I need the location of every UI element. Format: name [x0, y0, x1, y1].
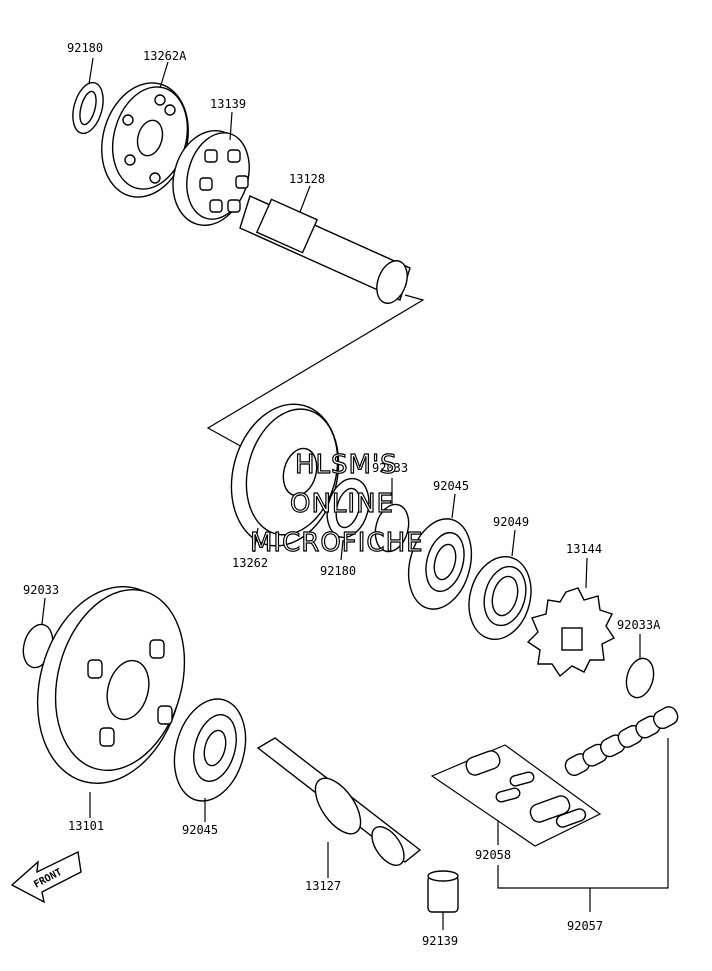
watermark-line1: HLSM'S: [295, 450, 398, 480]
washer-92180-mid[interactable]: [321, 474, 375, 542]
seal-92049[interactable]: [460, 550, 540, 647]
label-92033: 92033: [23, 583, 59, 597]
label-13128: 13128: [289, 172, 325, 186]
washer-92180-top[interactable]: [68, 79, 109, 136]
assembly-link-line: [206, 294, 425, 449]
bearing-92045-mid[interactable]: [399, 512, 481, 616]
watermark: HLSM'S ONLINE MICROFICHE: [249, 449, 424, 558]
gear-13101[interactable]: [17, 570, 204, 799]
chain-92057[interactable]: [563, 704, 681, 778]
label-92180-top: 92180: [67, 41, 103, 55]
label-13101: 13101: [68, 819, 104, 833]
sprocket-13144[interactable]: [526, 587, 616, 678]
joint-92058[interactable]: [430, 744, 602, 847]
collar-92139[interactable]: [427, 870, 459, 913]
label-92139: 92139: [422, 934, 458, 948]
label-92045-bottom: 92045: [182, 823, 218, 837]
gear-13262[interactable]: [216, 392, 354, 558]
label-13262: 13262: [232, 556, 268, 570]
bearing-92045-bottom[interactable]: [164, 691, 257, 809]
label-13127: 13127: [305, 879, 341, 893]
front-arrow-icon: FRONT: [10, 850, 82, 904]
watermark-line2: ONLINE: [290, 489, 394, 519]
label-13144: 13144: [566, 542, 602, 556]
label-92049: 92049: [493, 515, 529, 529]
label-92180-mid: 92180: [320, 564, 356, 578]
circlip-92033A[interactable]: [622, 655, 657, 700]
shaft-13128[interactable]: [239, 195, 413, 307]
hub-13139[interactable]: [163, 122, 259, 233]
watermark-line3: MICROFICHE: [250, 528, 424, 558]
shaft-13127[interactable]: [256, 737, 422, 871]
label-92033-mid: 92033: [372, 461, 408, 475]
label-92033A: 92033A: [617, 618, 661, 632]
circlip-92033-mid[interactable]: [370, 501, 413, 556]
label-92045-mid: 92045: [433, 479, 469, 493]
label-92057: 92057: [567, 919, 603, 933]
label-13139: 13139: [210, 97, 246, 111]
label-13262A: 13262A: [143, 49, 187, 63]
label-92058: 92058: [475, 848, 511, 862]
